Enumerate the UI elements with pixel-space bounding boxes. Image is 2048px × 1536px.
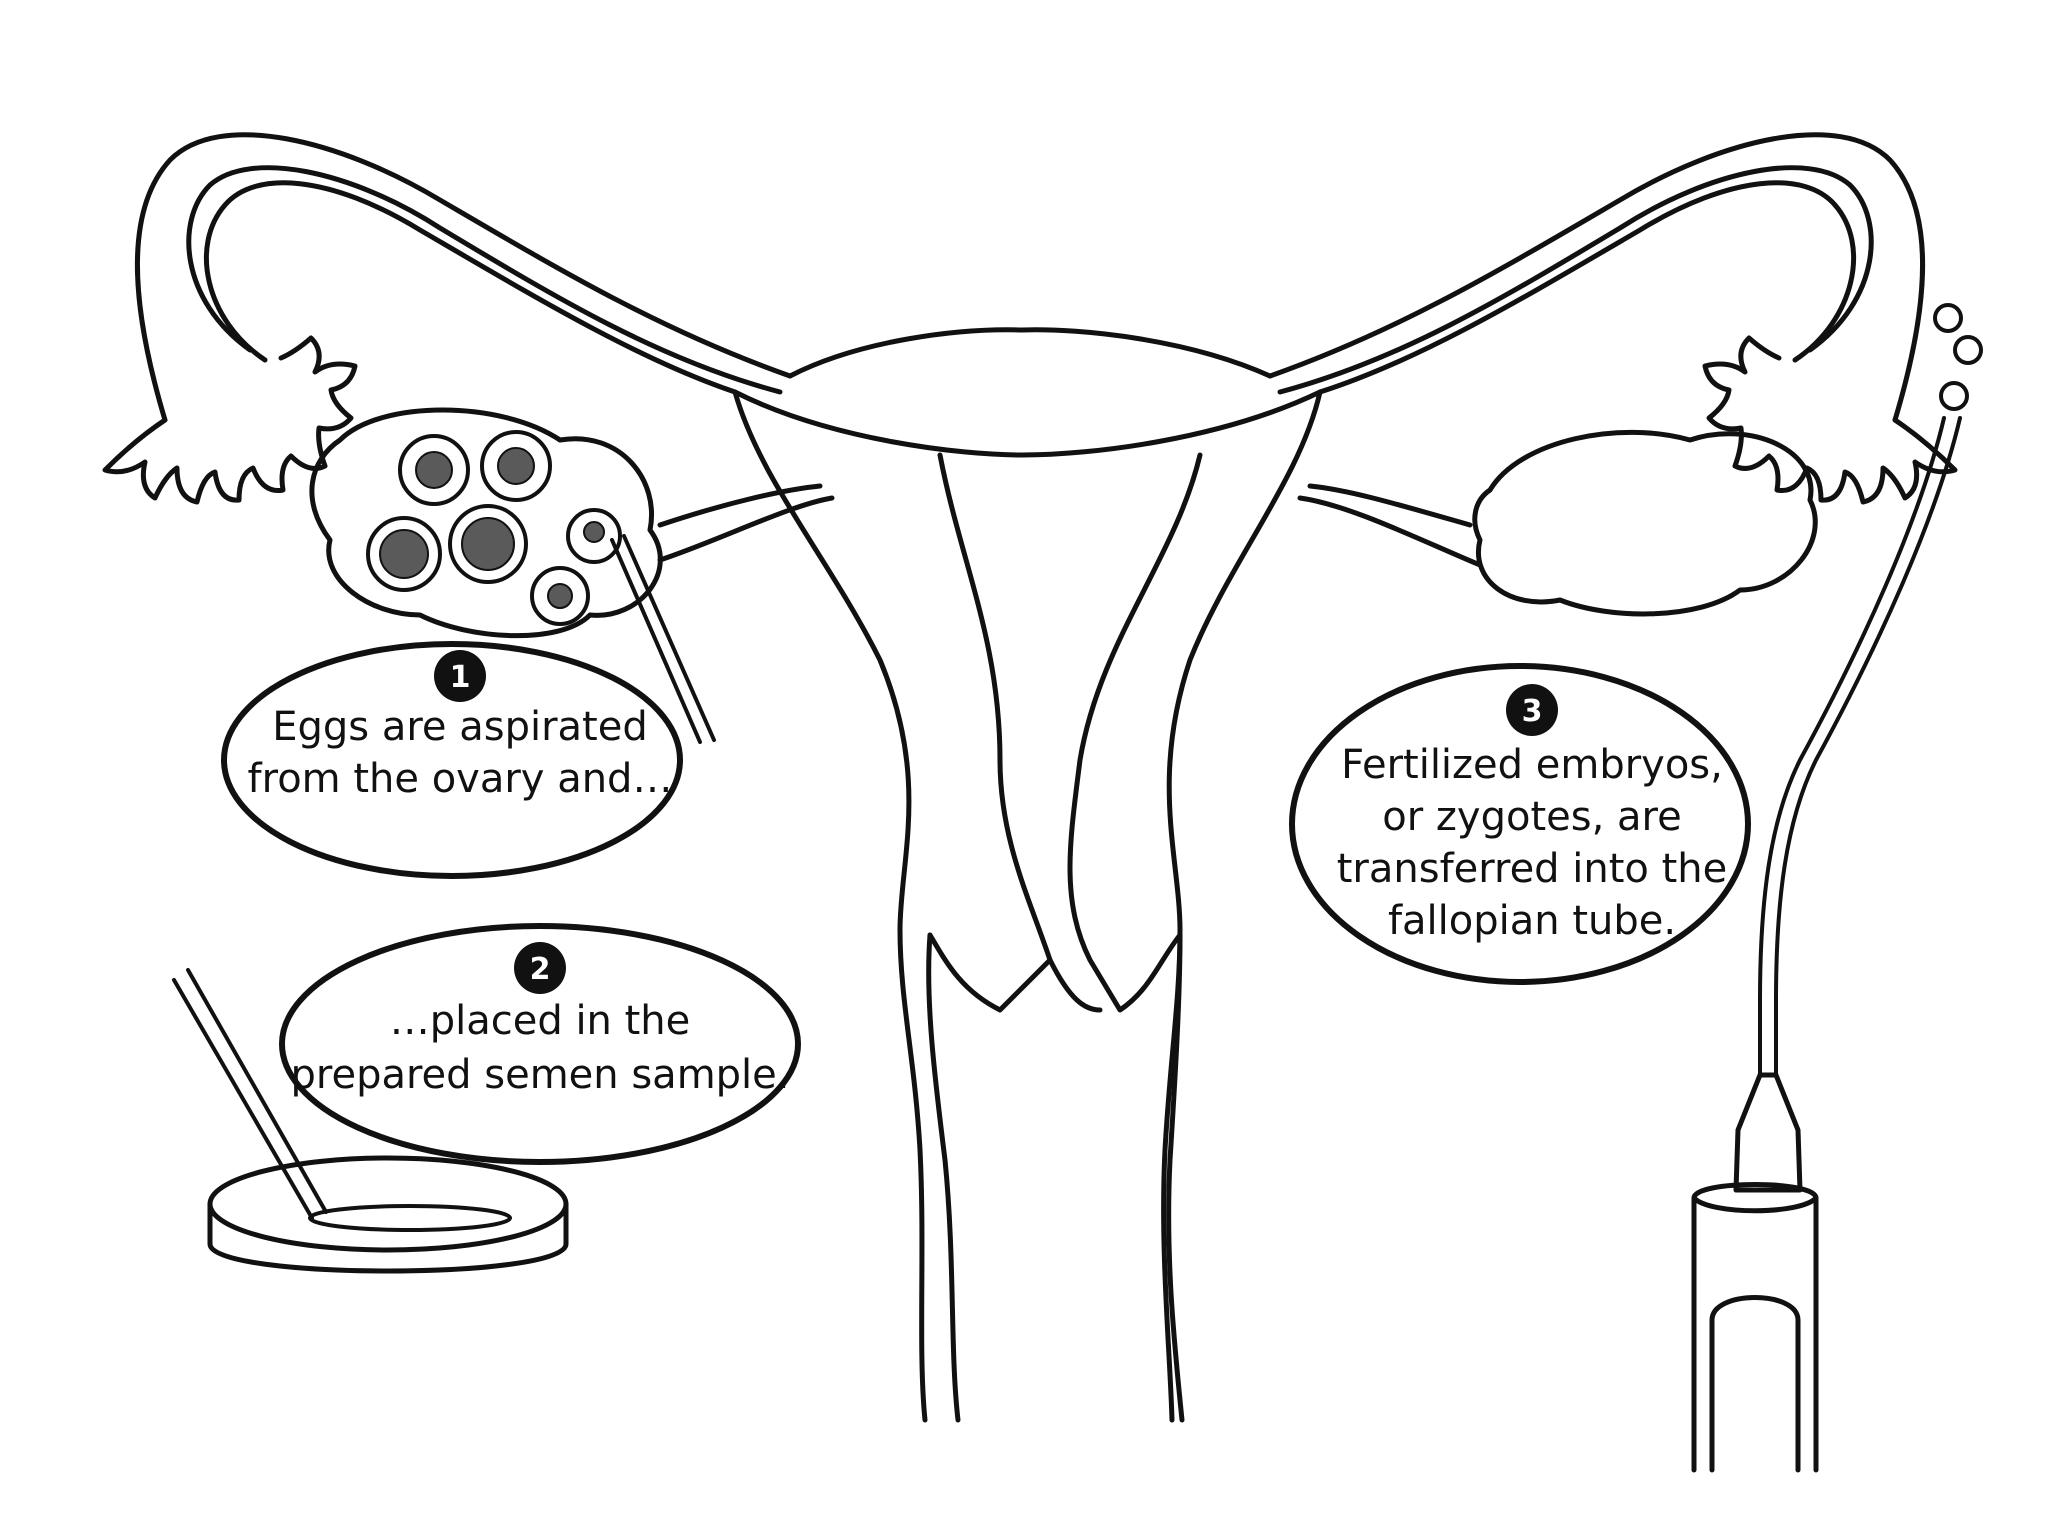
uterus bbox=[732, 327, 1323, 1423]
step-3-line-1: Fertilized embryos, bbox=[1341, 742, 1723, 788]
transfer-catheter bbox=[1758, 416, 1962, 1077]
step-2-number: 2 bbox=[530, 952, 551, 987]
step-3-badge bbox=[1506, 684, 1558, 736]
step-1-bubble bbox=[221, 641, 683, 879]
step-1-callout: 1 Eggs are aspirated from the ovary and… bbox=[221, 641, 683, 879]
left-fallopian-tube bbox=[102, 132, 793, 505]
step-3-number: 3 bbox=[1522, 694, 1543, 729]
egg bbox=[366, 516, 442, 592]
egg bbox=[566, 508, 622, 564]
syringe bbox=[1691, 1072, 1819, 1473]
ovarian-ligaments bbox=[657, 483, 1483, 568]
petri-dish bbox=[207, 1155, 569, 1274]
egg bbox=[398, 434, 470, 506]
egg bbox=[530, 566, 590, 626]
right-fallopian-tube bbox=[1267, 132, 1958, 505]
step-2-bubble bbox=[279, 923, 801, 1165]
step-3-bubble bbox=[1289, 663, 1751, 985]
step-3-callout: 3 Fertilized embryos, or zygotes, are tr… bbox=[1289, 663, 1751, 985]
step-2-line-2: prepared semen sample. bbox=[291, 1052, 790, 1098]
transfer-pipette bbox=[172, 968, 328, 1220]
step-1-line-2: from the ovary and… bbox=[248, 756, 673, 802]
zygotes bbox=[1933, 303, 1983, 411]
step-1-line-1: Eggs are aspirated bbox=[272, 704, 648, 750]
left-ovary bbox=[309, 407, 663, 639]
step-3-line-3: transferred into the bbox=[1337, 846, 1728, 892]
step-3-line-2: or zygotes, are bbox=[1382, 794, 1681, 840]
aspiration-needle bbox=[610, 534, 716, 744]
egg bbox=[480, 430, 552, 502]
step-2-badge bbox=[514, 942, 566, 994]
step-1-number: 1 bbox=[450, 660, 471, 695]
step-2-callout: 2 …placed in the prepared semen sample. bbox=[279, 923, 801, 1165]
step-3-line-4: fallopian tube. bbox=[1388, 898, 1676, 944]
egg bbox=[448, 504, 528, 584]
step-2-line-1: …placed in the bbox=[390, 998, 691, 1044]
step-1-badge bbox=[434, 650, 486, 702]
right-ovary bbox=[1472, 429, 1818, 617]
